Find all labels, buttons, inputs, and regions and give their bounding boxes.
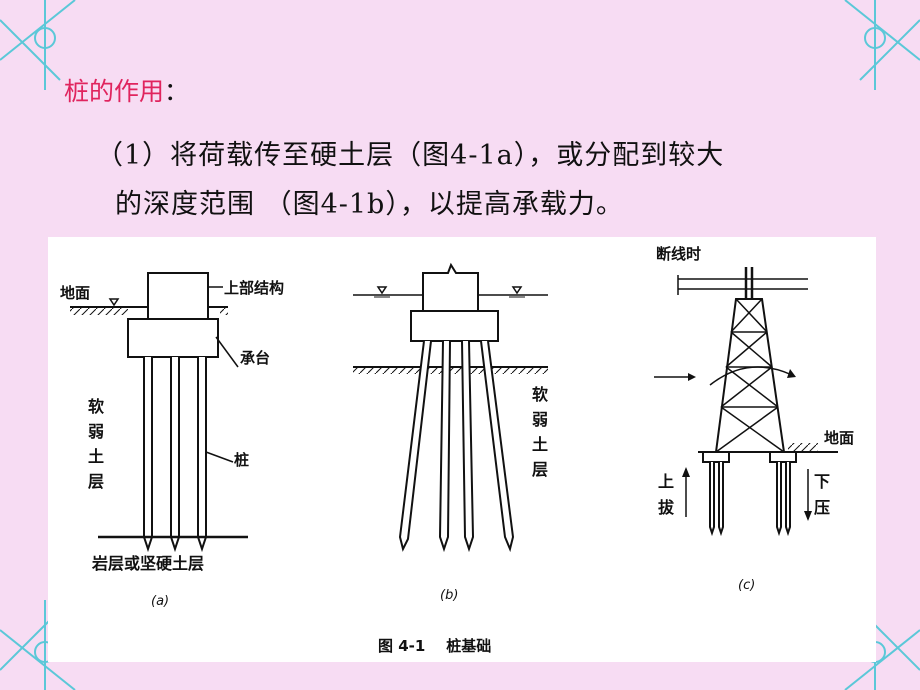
- label-pile: 桩: [234, 451, 249, 469]
- ground-marker-a: [108, 298, 120, 307]
- water-marker-right: [511, 286, 523, 295]
- pile-a-1: [143, 357, 153, 553]
- pile-b-4: [480, 340, 515, 553]
- footing-left: [702, 451, 730, 463]
- pile-c-1: [709, 462, 715, 537]
- pile-c-3: [776, 462, 782, 537]
- superstructure-block: [147, 272, 209, 320]
- label-ground-a: 地面: [60, 284, 90, 302]
- caption-b: (b): [440, 588, 458, 603]
- label-uplift-2: 拔: [658, 498, 675, 517]
- diagram-c: [654, 267, 838, 537]
- label-superstructure: 上部结构: [224, 279, 284, 297]
- figure-panel: 地面 上部结构 承台 软 弱 土 层 桩 岩层或坚硬土层 (a) 软 弱 土 层…: [48, 237, 876, 662]
- caption-c: (c): [738, 578, 755, 593]
- label-cap: 承台: [240, 349, 270, 367]
- pile-a-2: [170, 357, 180, 553]
- tower-frame: [714, 298, 786, 453]
- pile-b-1: [398, 340, 432, 552]
- label-hard-layer: 岩层或坚硬土层: [91, 554, 204, 573]
- diagram-a: [70, 272, 248, 553]
- label-soft-1b: 软: [532, 385, 548, 404]
- label-soft-2a: 弱: [88, 422, 104, 441]
- figure-caption: 图 4-1 桩基础: [378, 637, 491, 655]
- pile-a-3: [197, 357, 207, 553]
- pile-cap-b: [410, 310, 499, 342]
- label-ground-c: 地面: [824, 429, 854, 447]
- pile-foundation-figure: 地面 上部结构 承台 软 弱 土 层 桩 岩层或坚硬土层 (a) 软 弱 土 层…: [60, 245, 854, 655]
- label-soft-1a: 软: [88, 397, 104, 416]
- heading-text: 桩的作用: [64, 77, 165, 106]
- superstructure-b: [422, 262, 479, 311]
- label-compress-2: 压: [814, 498, 830, 517]
- body-line-2: 的深度范围 （图4-1b），以提高承载力。: [115, 189, 624, 220]
- pile-b-2: [438, 340, 451, 553]
- pile-cap-a: [127, 318, 219, 358]
- heading-colon: ：: [164, 77, 190, 106]
- body-line-1: （1）将荷载传至硬土层（图4-1a），或分配到较大: [96, 140, 725, 171]
- label-uplift-1: 上: [658, 472, 674, 491]
- caption-a: (a): [151, 594, 169, 609]
- corner-decoration-top-left: [0, 0, 76, 90]
- pile-c-2: [718, 462, 724, 537]
- footing-right: [769, 451, 797, 463]
- corner-decoration-top-right: [844, 0, 920, 90]
- label-compress-1: 下: [814, 472, 830, 491]
- water-marker-left: [376, 286, 388, 295]
- label-soft-4b: 层: [532, 460, 548, 479]
- label-soft-3b: 土: [532, 435, 548, 454]
- label-soft-3a: 土: [88, 447, 104, 466]
- pile-b-3: [461, 340, 475, 553]
- pile-c-4: [785, 462, 791, 537]
- label-soft-4a: 层: [88, 472, 104, 491]
- slide-heading: 桩的作用：: [64, 72, 189, 108]
- label-broken-wire: 断线时: [656, 245, 701, 263]
- moment-arc: [709, 366, 793, 386]
- label-soft-2b: 弱: [532, 410, 548, 429]
- diagram-b: [353, 262, 548, 553]
